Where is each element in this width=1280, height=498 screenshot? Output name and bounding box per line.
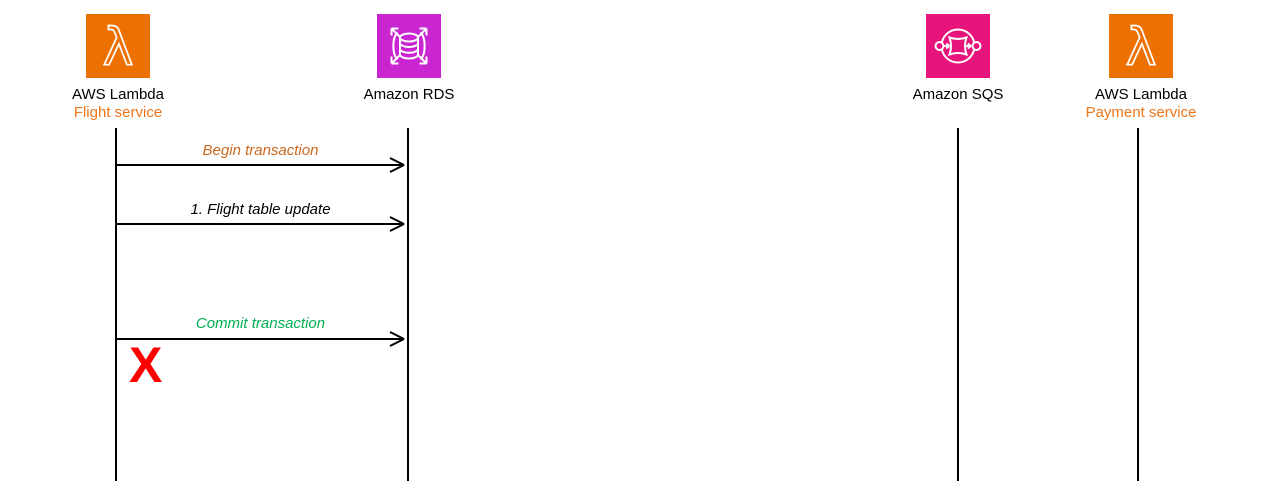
amazon-sqs-icon — [926, 14, 990, 78]
aws-lambda-icon: λ — [1109, 14, 1173, 78]
actor-amazon-rds: Amazon RDS — [299, 14, 519, 104]
actor-lambda-payment: λ AWS Lambda Payment service — [1031, 14, 1251, 122]
message-label-flight-table-update: 1. Flight table update — [190, 201, 331, 218]
aws-lambda-icon-svg: λ — [86, 14, 150, 78]
message-label-commit-transaction: Commit transaction — [195, 315, 326, 332]
amazon-rds-icon — [377, 14, 441, 78]
actor-subtitle: Payment service — [1085, 104, 1197, 121]
actor-name: AWS Lambda — [72, 86, 164, 103]
actor-lambda-flight: λ AWS Lambda Flight service — [8, 14, 228, 122]
message-label-begin-transaction: Begin transaction — [202, 142, 319, 159]
amazon-rds-icon-svg — [377, 14, 441, 78]
actor-name: AWS Lambda — [1095, 86, 1187, 103]
actor-name: Amazon SQS — [912, 86, 1004, 103]
svg-text:λ: λ — [1126, 18, 1157, 78]
message-arrow-begin-transaction — [116, 157, 405, 173]
svg-text:λ: λ — [103, 18, 134, 78]
message-arrow-flight-table-update — [116, 216, 405, 232]
actor-name: Amazon RDS — [363, 86, 455, 103]
aws-lambda-icon: λ — [86, 14, 150, 78]
failure-x-marker: X — [129, 337, 163, 393]
actor-amazon-sqs: Amazon SQS — [848, 14, 1068, 104]
amazon-sqs-icon-svg — [926, 14, 990, 78]
aws-lambda-icon-svg: λ — [1109, 14, 1173, 78]
actor-subtitle: Flight service — [73, 104, 163, 121]
